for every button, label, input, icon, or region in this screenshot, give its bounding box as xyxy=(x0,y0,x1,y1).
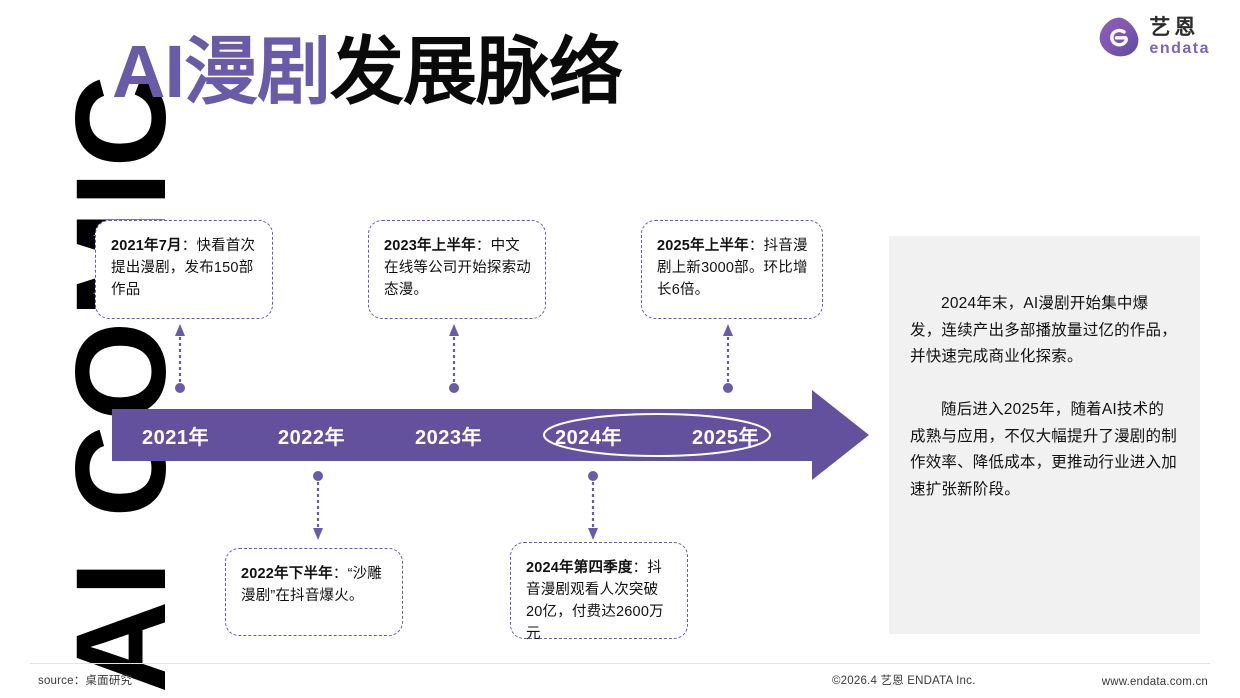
brand-logo: 艺恩 endata xyxy=(1098,16,1210,58)
footer-source: source：桌面研究 xyxy=(38,675,133,687)
brand-logo-text: 艺恩 endata xyxy=(1149,17,1210,57)
card-2023[interactable]: 2023年上半年：中文在线等公司开始探索动态漫。 xyxy=(368,220,546,319)
page-title-rest: 发展脉络 xyxy=(330,30,623,113)
connector-2024q4 xyxy=(588,471,598,540)
endata-e-logo-icon xyxy=(1100,17,1139,57)
summary-paragraph-2: 随后进入2025年，随着AI技术的成熟与应用，不仅大幅提升了漫剧的制作效率、降低… xyxy=(910,400,1177,498)
connector-2023 xyxy=(449,324,459,393)
card-2025-title: 2025年上半年 xyxy=(657,238,749,254)
timeline-arrow-shape xyxy=(112,390,869,480)
card-2024q4-sep: ： xyxy=(632,560,648,576)
card-2024q4[interactable]: 2024年第四季度：抖音漫剧观看人次突破20亿，付费达2600万元 xyxy=(510,542,688,643)
highlight-ellipse xyxy=(543,413,771,457)
card-2022-sep: ： xyxy=(332,566,348,582)
summary-panel: 2024年末，AI漫剧开始集中爆发，连续产出多部播放量过亿的作品，并快速完成商业… xyxy=(889,236,1200,634)
card-2025-body: 抖音漫剧上新3000部。环比增长6倍。 xyxy=(657,238,808,299)
card-2025-sep: ： xyxy=(748,238,764,254)
card-2022-body: “沙雕漫剧”在抖音爆火。 xyxy=(241,566,382,605)
timeline-arrow: 2021年 2022年 2023年 2024年 2025年 xyxy=(112,388,872,482)
card-2021-sep: ： xyxy=(181,238,197,254)
card-2023-sep: ： xyxy=(475,238,491,254)
footer-divider xyxy=(30,663,1210,664)
connector-2021 xyxy=(175,324,185,393)
page-title: AI漫剧发展脉络 xyxy=(112,30,623,113)
brand-name-cn: 艺恩 xyxy=(1149,16,1200,39)
footer-copyright: ©2026.4 艺恩 ENDATA Inc. xyxy=(832,675,976,687)
page-title-accent: AI漫剧 xyxy=(112,30,331,113)
connector-2022 xyxy=(313,471,323,540)
card-2024q4-title: 2024年第四季度 xyxy=(526,560,633,576)
card-2023-body: 中文在线等公司开始探索动态漫。 xyxy=(384,238,531,299)
footer-url[interactable]: www.endata.com.cn xyxy=(1101,676,1208,688)
card-2025[interactable]: 2025年上半年：抖音漫剧上新3000部。环比增长6倍。 xyxy=(641,220,823,319)
card-2021[interactable]: 2021年7月：快看首次提出漫剧，发布150部作品 xyxy=(95,220,273,319)
card-2022-title: 2022年下半年 xyxy=(241,566,333,582)
summary-paragraph-1: 2024年末，AI漫剧开始集中爆发，连续产出多部播放量过亿的作品，并快速完成商业… xyxy=(910,295,1177,366)
brand-name-en: endata xyxy=(1149,40,1210,57)
connector-2025 xyxy=(723,324,733,393)
card-2022[interactable]: 2022年下半年：“沙雕漫剧”在抖音爆火。 xyxy=(225,548,403,636)
card-2021-title: 2021年7月 xyxy=(111,238,182,254)
card-2021-body: 快看首次提出漫剧，发布150部作品 xyxy=(111,238,256,299)
card-2023-title: 2023年上半年 xyxy=(384,238,476,254)
card-2024q4-body: 抖音漫剧观看人次突破20亿，付费达2600万元 xyxy=(526,560,664,643)
